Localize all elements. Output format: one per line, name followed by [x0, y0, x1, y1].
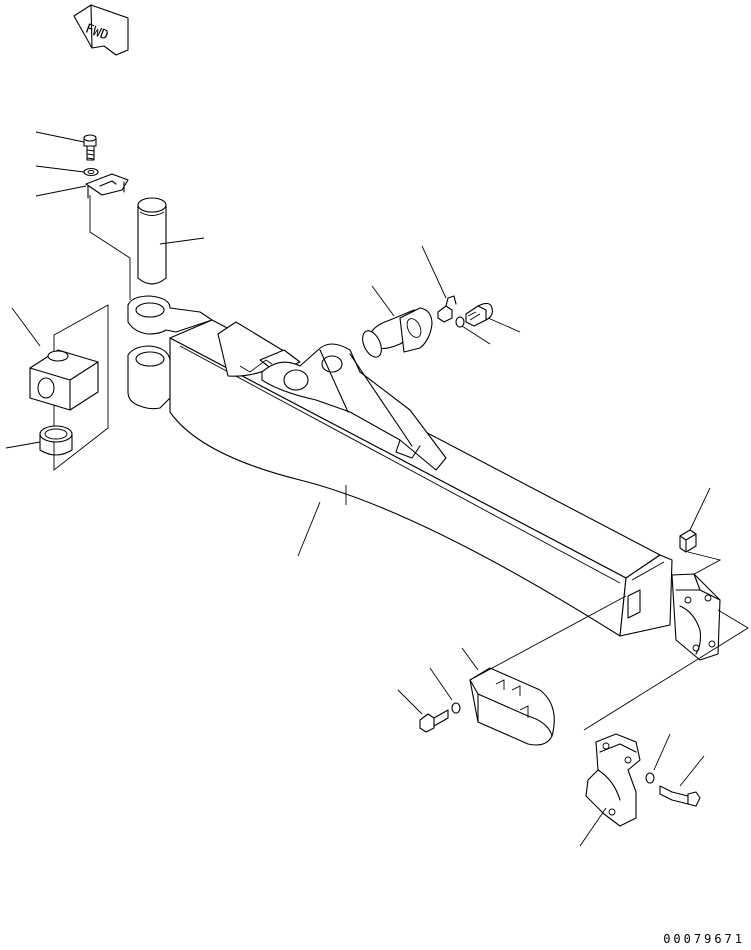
- grease-fitting: [437, 295, 457, 323]
- arm-pin: [362, 307, 433, 358]
- end-bracket-lower: [585, 733, 641, 827]
- end-bracket-upper: [671, 573, 721, 661]
- cover-plate: [469, 667, 555, 746]
- leader-lines: [5, 131, 711, 847]
- cap: [679, 529, 697, 553]
- boom-body: [127, 295, 673, 637]
- lower-bolt: [659, 785, 701, 807]
- boom-foot-pin: [137, 197, 167, 285]
- arm-pin-washer: [455, 316, 465, 328]
- cover-washer: [451, 702, 461, 714]
- drawing-number: 00079671: [663, 932, 745, 946]
- pin-bolt: [83, 134, 97, 161]
- bushing-block: [29, 304, 109, 471]
- cover-bolt: [419, 709, 449, 733]
- bushing: [39, 425, 73, 456]
- lower-washer: [645, 772, 655, 784]
- fwd-arrow-icon: FWD: [73, 4, 129, 56]
- arm-pin-bolt: [465, 302, 493, 327]
- pin-washer: [83, 167, 99, 177]
- lock-plate: [85, 173, 129, 199]
